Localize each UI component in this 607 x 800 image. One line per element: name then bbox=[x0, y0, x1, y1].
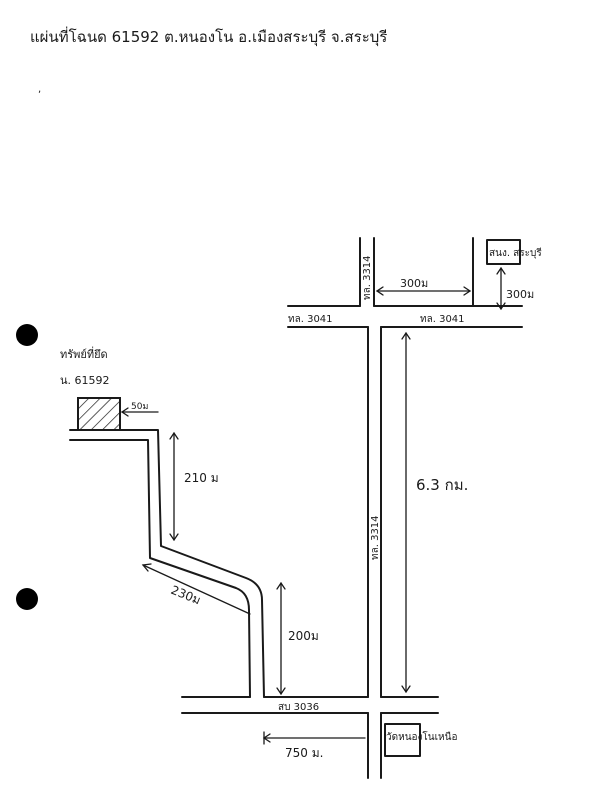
arrow-head bbox=[496, 266, 506, 275]
office-box bbox=[486, 239, 521, 265]
label-dist-300-h: 300ม bbox=[400, 277, 428, 290]
label-road-3041-right: ทล. 3041 bbox=[420, 314, 465, 325]
arrow-head bbox=[463, 286, 472, 296]
label-parcel-title: ทรัพย์ที่ยึด bbox=[60, 346, 108, 361]
arrow-head bbox=[276, 687, 286, 696]
label-office: สนง. สระบุรี bbox=[489, 247, 542, 259]
label-dist-750: 750 ม. bbox=[285, 746, 323, 760]
label-dist-210: 210 ม bbox=[184, 471, 219, 485]
label-dist-230: 230ม bbox=[169, 583, 203, 608]
arrow-head bbox=[120, 407, 129, 417]
label-dist-50: 50ม bbox=[131, 402, 148, 412]
punch-hole-top bbox=[16, 324, 38, 346]
arrow-head bbox=[496, 302, 506, 311]
arrow-head bbox=[169, 431, 179, 440]
label-road-3041-left: ทล. 3041 bbox=[288, 314, 333, 325]
arrow-head bbox=[401, 331, 411, 340]
label-dist-200: 200ม bbox=[288, 629, 319, 643]
arrow-head bbox=[276, 581, 286, 590]
arrow-head bbox=[169, 533, 179, 542]
stray-mark: , bbox=[38, 84, 41, 95]
soi-outer-edge bbox=[69, 429, 265, 698]
label-road-north: ทล. 3314 bbox=[362, 255, 373, 300]
label-temple: วัดหนองโนเหนือ bbox=[386, 730, 457, 743]
parcel-hatched-box bbox=[77, 397, 121, 431]
temple-box bbox=[384, 723, 421, 757]
arrow-head bbox=[141, 563, 152, 572]
label-parcel-deed: น. 61592 bbox=[60, 374, 110, 387]
header-title: แผ่นที่โฉนด 61592 ต.หนองโน อ.เมืองสระบุร… bbox=[30, 26, 387, 47]
arrow-head bbox=[375, 286, 384, 296]
punch-hole-bottom bbox=[16, 588, 38, 610]
label-dist-300-v: 300ม bbox=[506, 288, 534, 301]
label-road-main: ทล. 3314 bbox=[370, 515, 381, 560]
label-dist-6-3km: 6.3 กม. bbox=[416, 476, 468, 494]
label-road-3036: สบ 3036 bbox=[278, 702, 319, 713]
soi-inner-edge bbox=[69, 439, 251, 698]
arrow-head bbox=[401, 685, 411, 694]
dim-230 bbox=[142, 564, 251, 615]
